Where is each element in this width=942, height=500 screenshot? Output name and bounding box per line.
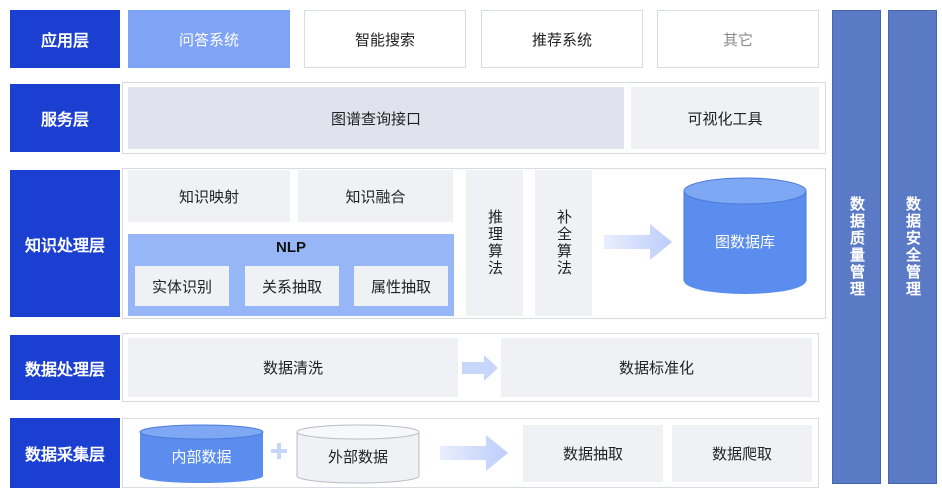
data-crawl[interactable]: 数据爬取: [672, 425, 812, 482]
nlp-title: NLP: [276, 238, 306, 256]
nlp-panel: NLP 实体识别 关系抽取 属性抽取: [128, 234, 454, 316]
knowledge-reasoning[interactable]: 推理算法: [466, 170, 523, 316]
nlp-entity-recognition[interactable]: 实体识别: [135, 266, 229, 306]
nlp-attribute-extraction[interactable]: 属性抽取: [354, 266, 448, 306]
arrow-right-icon: [462, 354, 498, 382]
layer-application: 应用层: [10, 10, 120, 68]
data-cleaning[interactable]: 数据清洗: [128, 338, 458, 397]
internal-data-label: 内部数据: [171, 448, 232, 466]
service-viz-tool[interactable]: 可视化工具: [631, 87, 819, 149]
data-quality-label: 数据质量管理: [848, 196, 865, 298]
sidebar-data-quality[interactable]: 数据质量管理: [832, 10, 881, 484]
knowledge-fusion[interactable]: 知识融合: [298, 170, 453, 222]
knowledge-completion[interactable]: 补全算法: [535, 170, 592, 316]
sidebar-data-security[interactable]: 数据安全管理: [888, 10, 937, 484]
reasoning-label: 推理算法: [486, 209, 503, 277]
layer-service: 服务层: [10, 84, 120, 152]
data-standardization[interactable]: 数据标准化: [501, 338, 812, 397]
nlp-relation-extraction[interactable]: 关系抽取: [245, 266, 339, 306]
arrow-right-icon: [604, 222, 672, 262]
external-data-cylinder[interactable]: 外部数据: [296, 424, 420, 484]
graph-database[interactable]: 图数据库: [683, 177, 807, 295]
plus-icon: [271, 443, 287, 464]
external-data-label: 外部数据: [327, 448, 388, 466]
layer-data-processing: 数据处理层: [10, 335, 120, 400]
layer-knowledge: 知识处理层: [10, 170, 120, 317]
service-graph-query[interactable]: 图谱查询接口: [128, 87, 624, 149]
layer-data-collection: 数据采集层: [10, 418, 120, 488]
data-extract[interactable]: 数据抽取: [523, 425, 663, 482]
knowledge-mapping[interactable]: 知识映射: [128, 170, 290, 222]
graph-database-label: 图数据库: [714, 233, 775, 251]
app-smart-search[interactable]: 智能搜索: [304, 10, 466, 68]
app-other[interactable]: 其它: [657, 10, 819, 68]
app-qa-system[interactable]: 问答系统: [128, 10, 290, 68]
internal-data-cylinder[interactable]: 内部数据: [139, 424, 264, 484]
completion-label: 补全算法: [555, 209, 572, 277]
arrow-right-icon: [440, 433, 508, 473]
app-recommendation[interactable]: 推荐系统: [481, 10, 643, 68]
data-security-label: 数据安全管理: [904, 196, 921, 298]
